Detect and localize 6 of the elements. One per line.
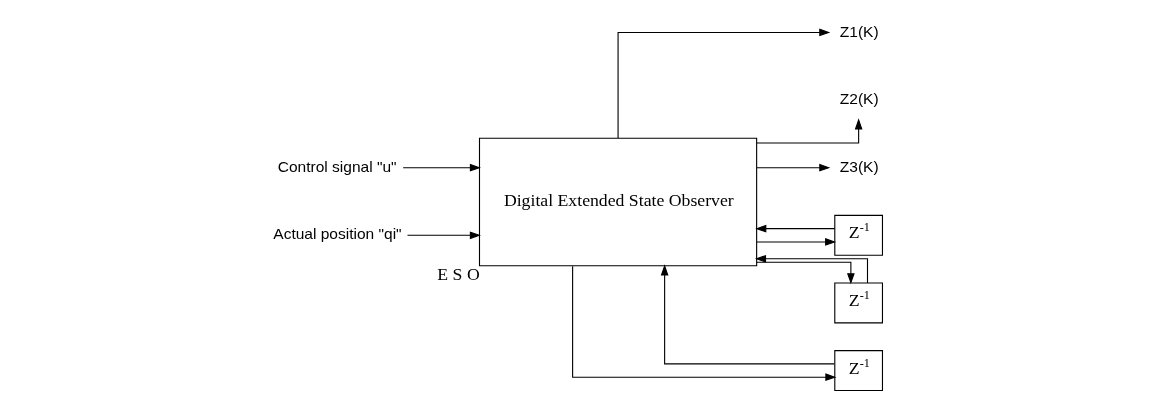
node-text: Z2(K) (839, 90, 879, 108)
node-text: Z3(K) (839, 157, 879, 175)
node-text: Actual position "qi" (272, 225, 402, 243)
node-label: E S O (436, 263, 480, 284)
node-text: Z1(K) (839, 22, 879, 40)
node-text: Control signal "u" (277, 157, 397, 175)
